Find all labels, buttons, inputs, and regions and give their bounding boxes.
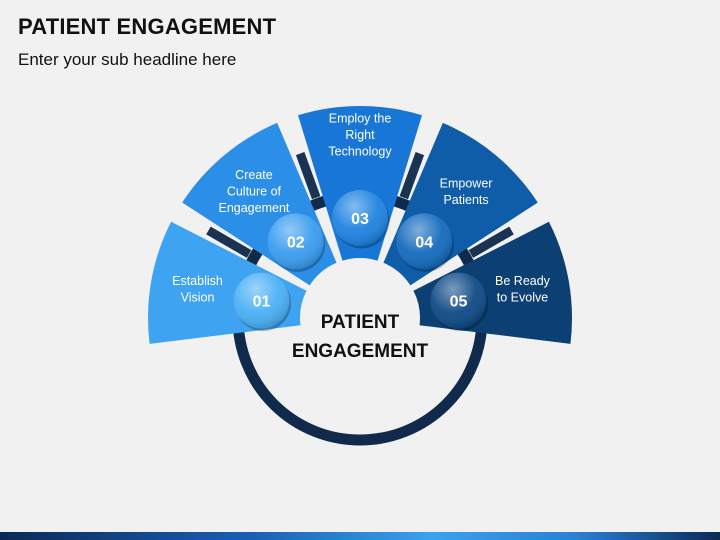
step-03-label-line-2: Right xyxy=(345,128,375,142)
segment-connector-2 xyxy=(295,152,321,200)
step-04-label-line-2: Patients xyxy=(443,193,488,207)
step-02-label-line-2: Culture of xyxy=(227,185,282,199)
step-05-badge-gloss xyxy=(430,272,487,329)
step-05-label-line-1: Be Ready xyxy=(495,274,551,288)
step-04-badge-gloss xyxy=(396,213,453,270)
step-03-badge-gloss xyxy=(332,190,388,246)
step-01-label-line-1: Establish xyxy=(172,274,223,288)
step-01-label-line-2: Vision xyxy=(181,291,215,305)
footer-bar xyxy=(0,532,720,540)
step-02-label-line-1: Create xyxy=(235,168,273,182)
step-04-label-line-1: Empower xyxy=(440,176,493,190)
center-title-line-2: ENGAGEMENT xyxy=(292,341,429,362)
step-02-badge-gloss xyxy=(267,213,324,270)
step-05: Be Ready to Evolve 05 xyxy=(413,221,572,344)
page-title: PATIENT ENGAGEMENT xyxy=(18,14,277,39)
step-05-label-line-2: to Evolve xyxy=(497,291,548,305)
step-02-label-line-3: Engagement xyxy=(218,201,289,215)
step-03-label-line-3: Technology xyxy=(328,145,392,159)
step-01-badge-gloss xyxy=(233,272,290,329)
step-03-segment xyxy=(298,106,422,261)
step-05-number: 05 xyxy=(450,294,468,311)
step-03-label-line-1: Employ the xyxy=(329,112,392,126)
step-04-number: 04 xyxy=(415,234,433,251)
center-title-line-1: PATIENT xyxy=(321,312,400,333)
segment-connector-1 xyxy=(206,226,252,258)
step-01-number: 01 xyxy=(253,294,271,311)
page-subtitle: Enter your sub headline here xyxy=(18,50,237,69)
segment-connector-4 xyxy=(468,226,514,258)
step-02-number: 02 xyxy=(287,234,305,251)
step-03-number: 03 xyxy=(351,211,369,228)
segment-connector-3 xyxy=(399,152,425,200)
